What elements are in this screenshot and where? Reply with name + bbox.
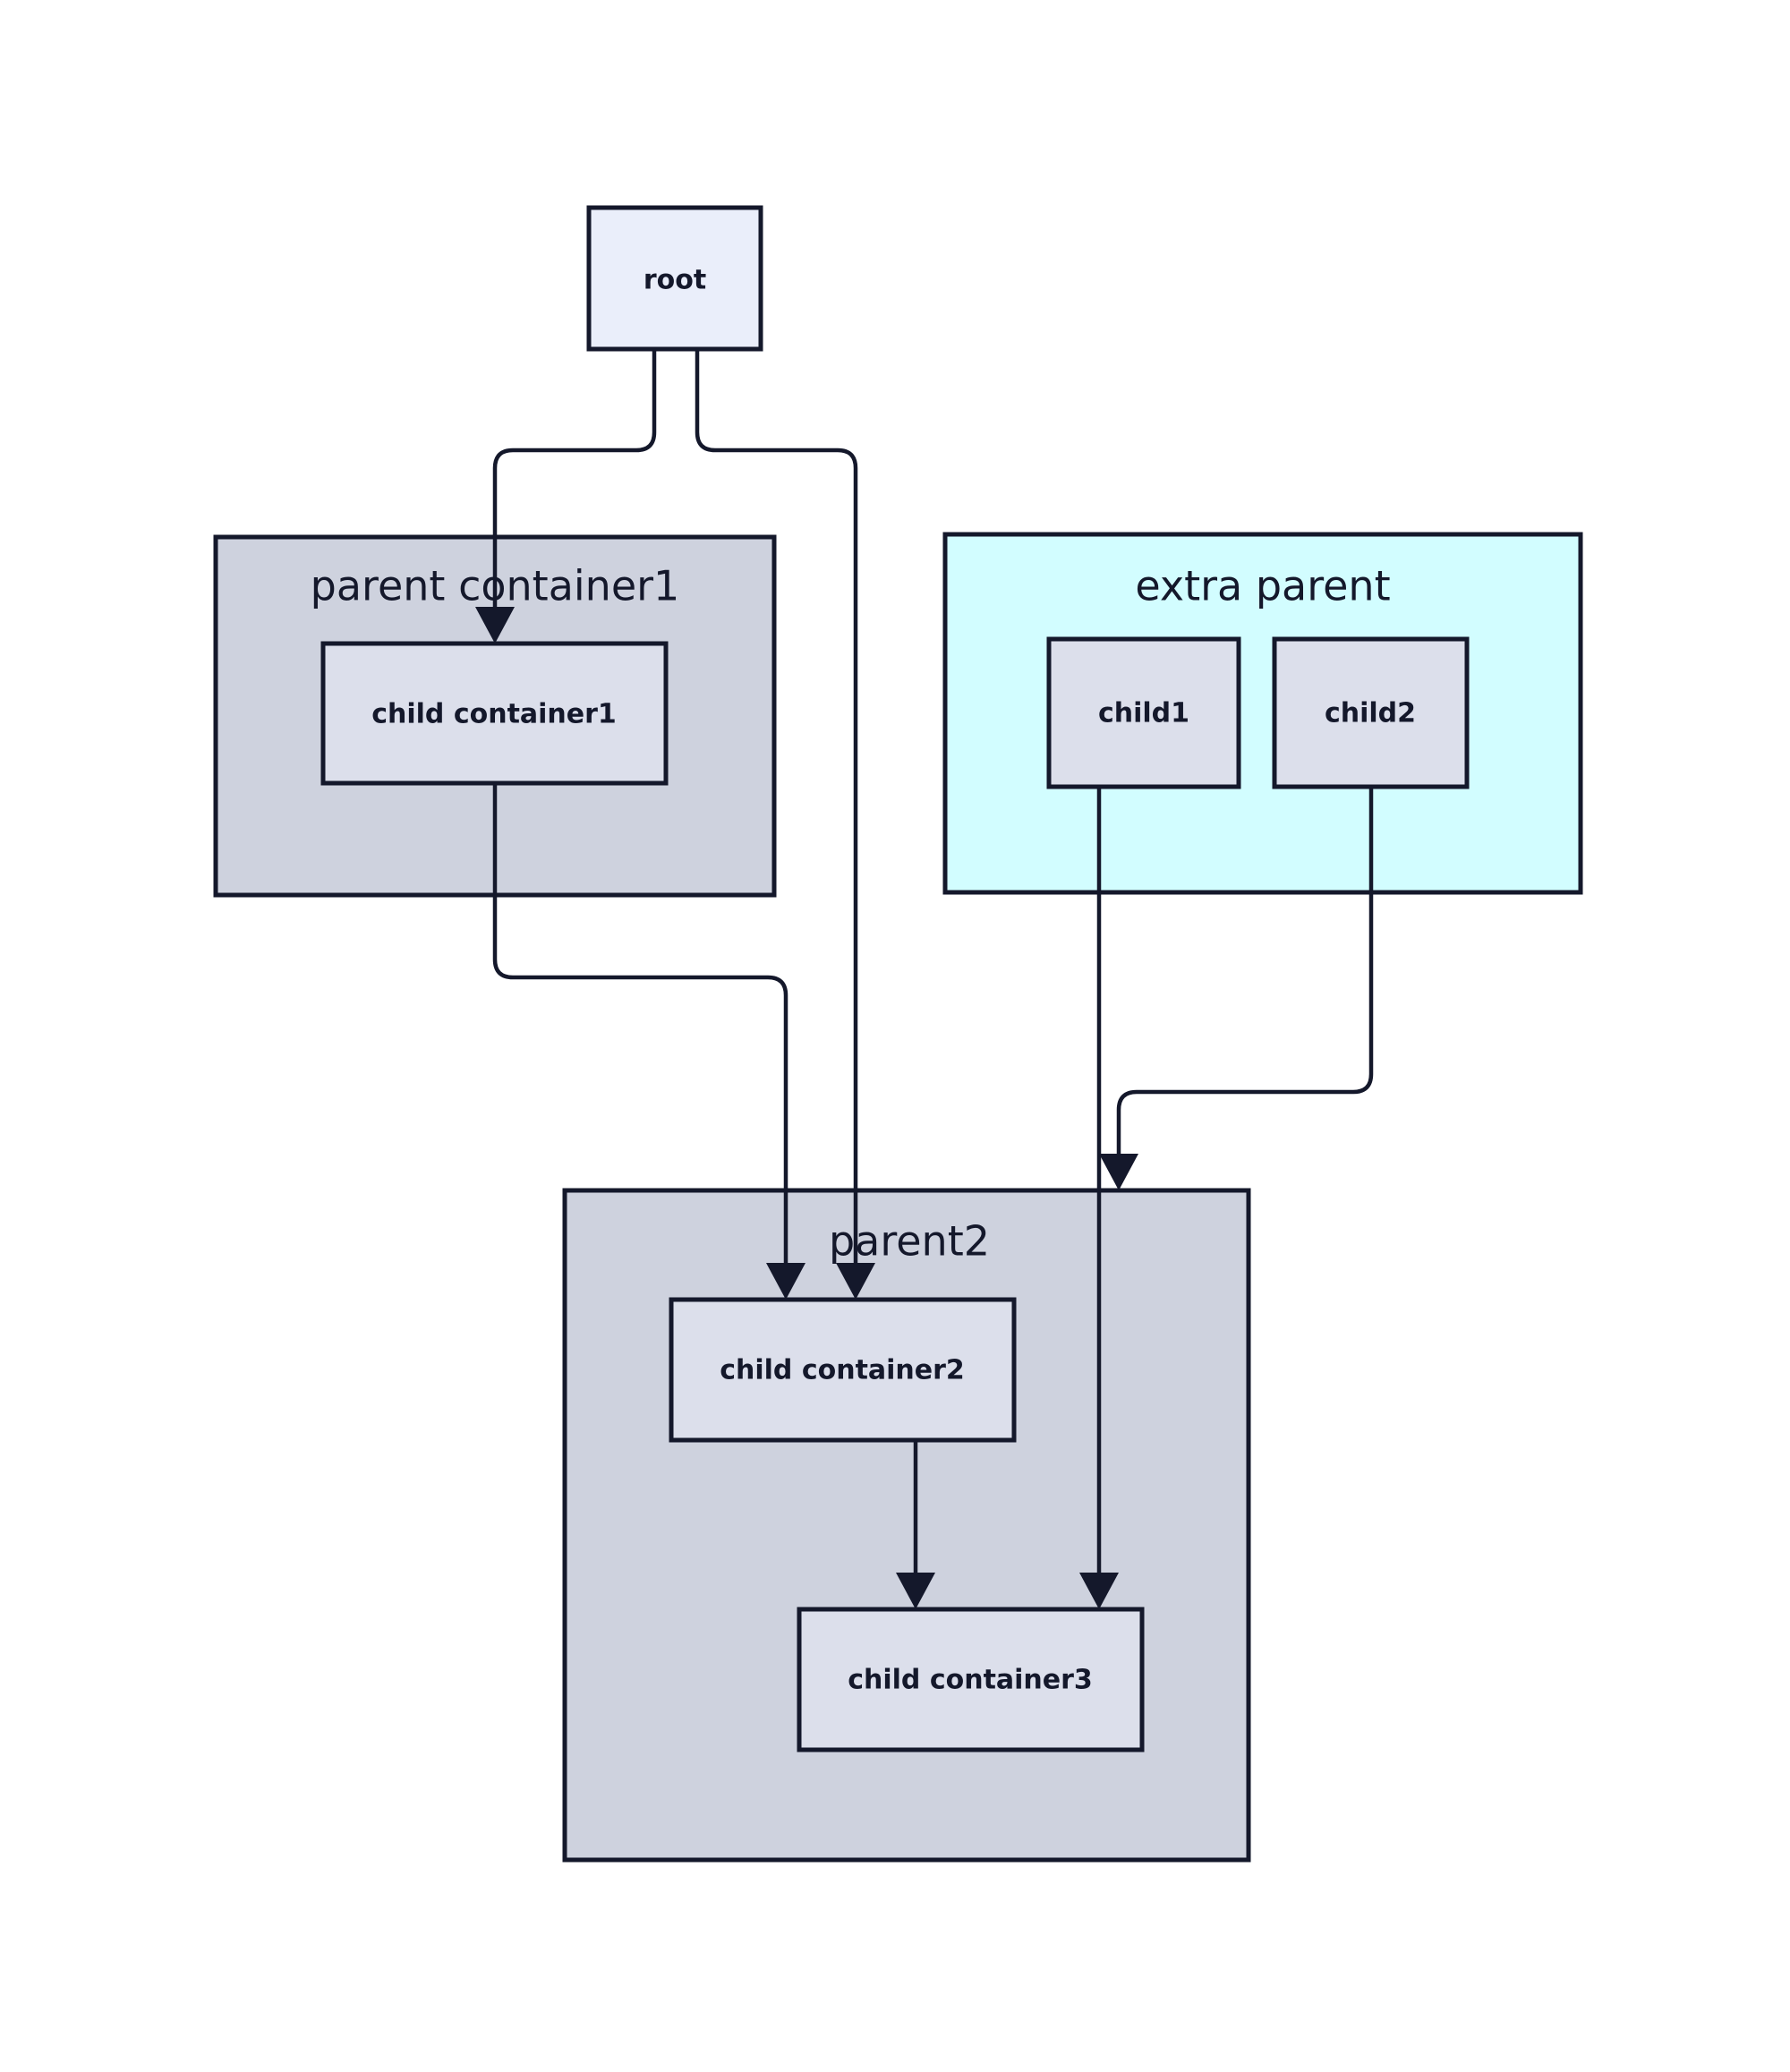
edge-root-to-child-container1[interactable] [492,349,657,627]
node-rect-child-container2[interactable] [669,1297,1017,1443]
node-label-child-container2: child container2 [720,1355,965,1386]
arrowhead-into-child-container3-from-child1 [1079,1573,1119,1609]
cluster-extra-parent[interactable]: extra parent [942,532,1583,895]
node-child2[interactable]: child2 [1272,636,1470,789]
arrowhead-into-child-container2-from-child-container1 [766,1263,806,1300]
node-root[interactable]: root [586,205,763,352]
node-label-child2: child2 [1325,698,1416,729]
edge-group [492,349,1374,1593]
node-rect-child-container3[interactable] [797,1607,1145,1752]
node-rect-root[interactable] [586,205,763,352]
arrowhead-into-child-container1 [475,607,515,644]
node-child-container1[interactable]: child container1 [320,641,669,786]
arrowhead-into-parent2-from-child2 [1099,1154,1138,1190]
edge-child-container1-to-child-container2[interactable] [492,783,788,1283]
arrowhead-group [475,607,1138,1609]
node-rect-child-container1[interactable] [320,641,669,786]
arrowhead-into-child-container2-from-root [836,1263,875,1300]
node-label-root: root [644,265,706,296]
node-child-container3[interactable]: child container3 [797,1607,1145,1752]
node-child1[interactable]: child1 [1046,636,1241,789]
cluster-parent2[interactable]: parent2 [562,1188,1251,1863]
edge-root-to-child-container2[interactable] [695,349,858,1283]
node-label-child1: child1 [1098,698,1189,729]
edge-child2-to-parent2[interactable] [1116,787,1374,1174]
node-label-child-container1: child container1 [371,699,617,730]
cluster-label-parent2: parent2 [829,1217,990,1266]
node-rect-child2[interactable] [1272,636,1470,789]
node-label-child-container3: child container3 [848,1665,1093,1696]
cluster-label-extra-parent: extra parent [1135,562,1390,610]
node-rect-child1[interactable] [1046,636,1241,789]
arrowhead-into-child-container3-from-child-container2 [896,1573,935,1609]
node-child-container2[interactable]: child container2 [669,1297,1017,1443]
cluster-rect-parent2[interactable] [562,1188,1251,1863]
